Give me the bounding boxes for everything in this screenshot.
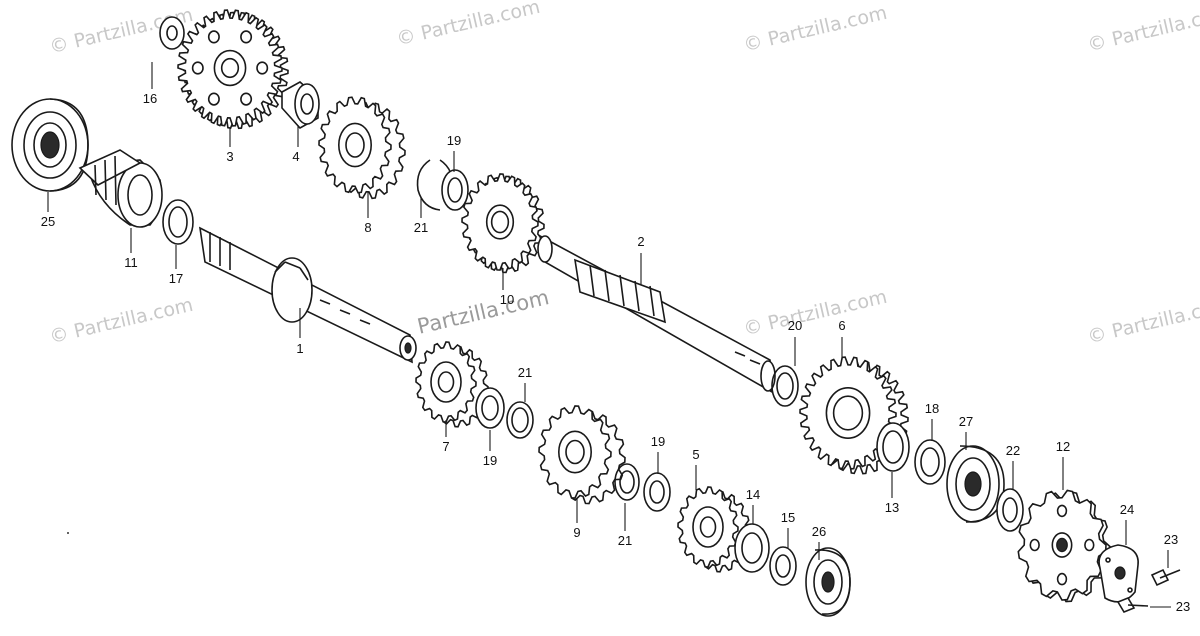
part-17-washer [162, 199, 194, 245]
callout-label-7[interactable]: 7 [442, 439, 449, 454]
part-12-sprocket [1017, 489, 1111, 603]
part-23-bolt [1150, 568, 1181, 587]
part-14-washer [734, 523, 770, 573]
part-25-bearing [11, 98, 89, 192]
callout-label-19[interactable]: 19 [651, 434, 665, 449]
part-3-gear [177, 9, 289, 130]
part-19-washer [643, 472, 671, 512]
part-4-bushing [281, 81, 320, 130]
callout-label-3[interactable]: 3 [226, 149, 233, 164]
callout-label-20[interactable]: 20 [788, 318, 802, 333]
speck [67, 532, 69, 534]
callout-label-13[interactable]: 13 [885, 500, 899, 515]
part-2-countershaft [537, 234, 776, 394]
part-1-mainshaft [198, 226, 417, 364]
callout-label-16[interactable]: 16 [143, 91, 157, 106]
part-24-plate [1098, 544, 1139, 603]
callout-label-1[interactable]: 1 [296, 341, 303, 356]
callout-label-10[interactable]: 10 [500, 292, 514, 307]
part-13-washer [876, 422, 910, 472]
part-7-gear [415, 341, 489, 428]
callout-label-14[interactable]: 14 [746, 487, 760, 502]
part-21-circlip [506, 401, 534, 439]
part-20-circlip [771, 365, 799, 407]
callout-label-19[interactable]: 19 [447, 133, 461, 148]
callout-label-2[interactable]: 2 [637, 234, 644, 249]
callout-label-26[interactable]: 26 [812, 524, 826, 539]
part-19-washer [441, 169, 469, 211]
part-10-gear [461, 173, 545, 274]
part-11-collar [78, 149, 163, 228]
callout-label-21[interactable]: 21 [518, 365, 532, 380]
part-27-bearing [946, 445, 1005, 523]
callout-label-17[interactable]: 17 [169, 271, 183, 286]
part-26-bearing [805, 547, 851, 617]
callout-label-25[interactable]: 25 [41, 214, 55, 229]
callout-label-8[interactable]: 8 [364, 220, 371, 235]
callout-label-5[interactable]: 5 [692, 447, 699, 462]
part-21-circlip [614, 463, 640, 501]
callout-label-15[interactable]: 15 [781, 510, 795, 525]
part-22-washer [996, 488, 1024, 532]
callout-label-23[interactable]: 23 [1164, 532, 1178, 547]
callout-label-11[interactable]: 11 [124, 255, 138, 270]
callout-label-23[interactable]: 23 [1176, 599, 1190, 614]
callout-label-22[interactable]: 22 [1006, 443, 1020, 458]
callout-label-9[interactable]: 9 [573, 525, 580, 540]
callout-label-19[interactable]: 19 [483, 453, 497, 468]
part-15-washer [769, 546, 797, 586]
part-16-washer [159, 16, 185, 50]
part-9-gear [538, 405, 626, 505]
callout-label-27[interactable]: 27 [959, 414, 973, 429]
callout-label-21[interactable]: 21 [414, 220, 428, 235]
callout-label-4[interactable]: 4 [292, 149, 299, 164]
part-18-washer [914, 439, 946, 485]
callout-label-24[interactable]: 24 [1120, 502, 1134, 517]
callout-label-21[interactable]: 21 [618, 533, 632, 548]
part-23-bolt [1116, 597, 1149, 613]
callout-label-12[interactable]: 12 [1056, 439, 1070, 454]
part-8-gear [318, 96, 406, 200]
part-19-washer [475, 387, 505, 429]
callout-label-6[interactable]: 6 [838, 318, 845, 333]
callout-label-18[interactable]: 18 [925, 401, 939, 416]
